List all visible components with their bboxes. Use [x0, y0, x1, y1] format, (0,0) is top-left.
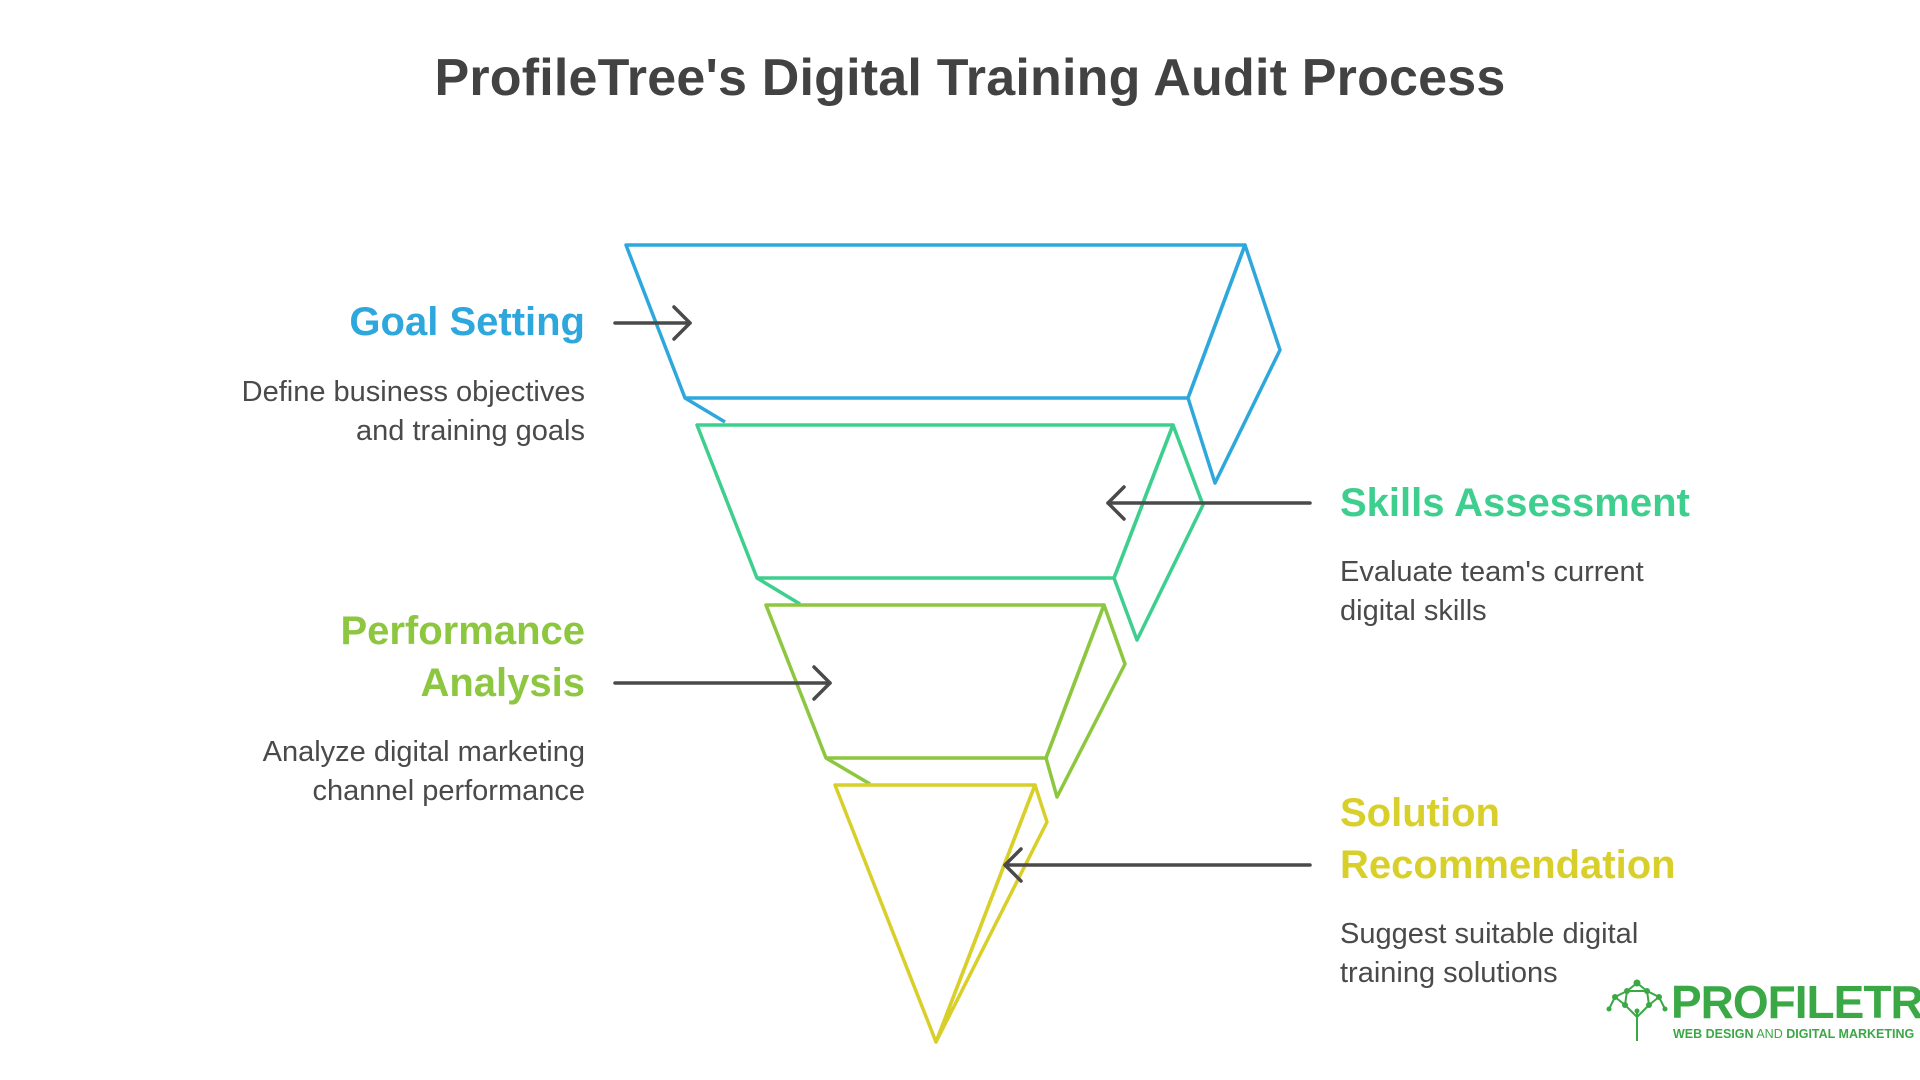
- step-description-goal-setting: Define business objectives and training …: [241, 376, 585, 447]
- step-title-performance-analysis: Performance Analysis: [340, 609, 585, 705]
- step-description-skills-assessment: Evaluate team's current digital skills: [1340, 556, 1644, 627]
- step-title-skills-assessment: Skills Assessment: [1340, 481, 1690, 525]
- funnel-layer-performance-analysis: [764, 603, 1127, 799]
- funnel-layer-solution-recommendation: [833, 783, 1049, 1044]
- network-tree-icon: [1606, 979, 1668, 1041]
- step-title-solution-recommendation: Solution Recommendation: [1340, 791, 1676, 887]
- step-description-performance-analysis: Analyze digital marketing channel perfor…: [262, 736, 585, 807]
- solution-recommendation-arrow: [1003, 847, 1312, 883]
- logo-tagline: WEB DESIGN AND DIGITAL MARKETING: [1673, 1027, 1915, 1041]
- skills-assessment-arrow: [1106, 485, 1312, 521]
- funnel-layer-skills-assessment: [695, 423, 1205, 642]
- goal-setting-arrow: [613, 305, 692, 341]
- logo-wordmark: PROFILETREE: [1671, 976, 1920, 1028]
- step-title-goal-setting: Goal Setting: [349, 300, 585, 344]
- diagram-title: ProfileTree's Digital Training Audit Pro…: [434, 49, 1506, 107]
- profiletree-logo: PROFILETREE WEB DESIGN AND DIGITAL MARKE…: [1605, 975, 1920, 1045]
- performance-analysis-arrow: [613, 665, 832, 701]
- funnel-layer-goal-setting: [624, 243, 1282, 485]
- step-description-solution-recommendation: Suggest suitable digital training soluti…: [1340, 918, 1639, 989]
